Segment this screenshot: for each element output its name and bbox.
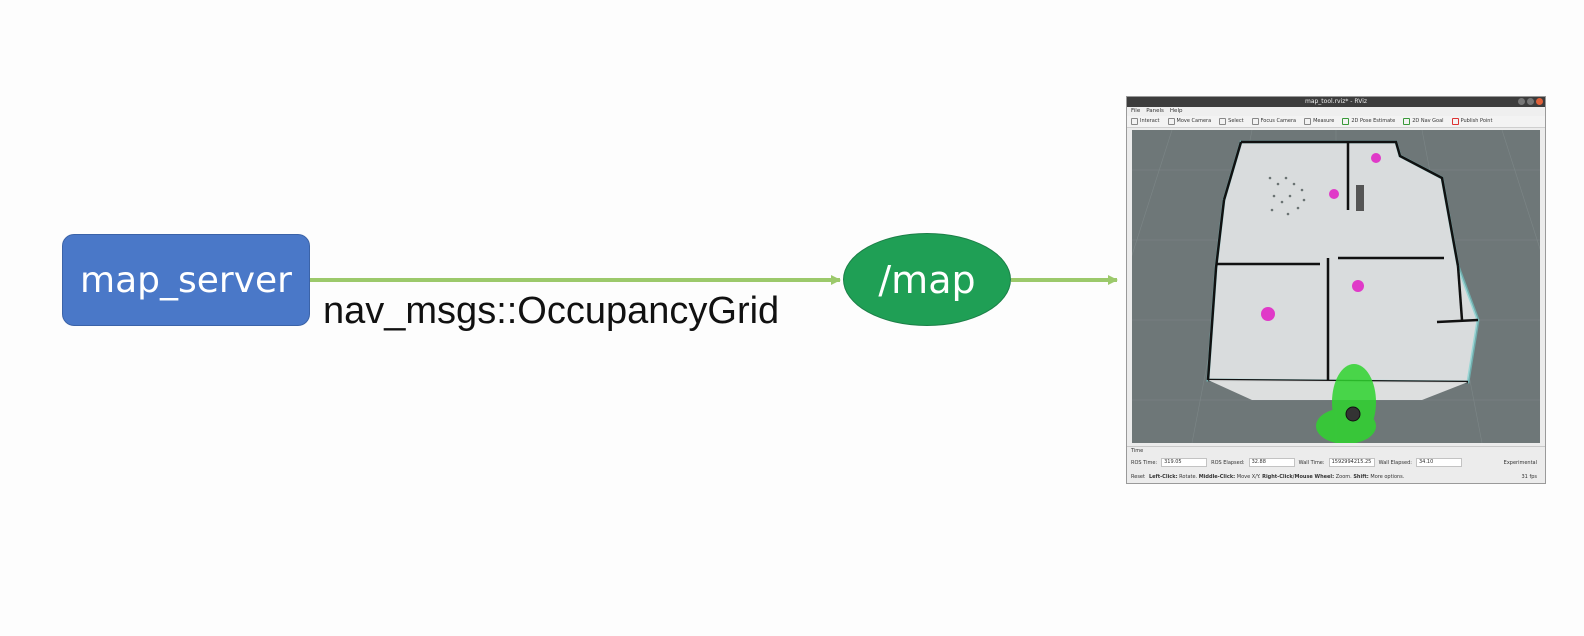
- reset-button: Reset: [1131, 474, 1145, 480]
- menu-help: Help: [1169, 108, 1183, 114]
- tool-nav-goal: 2D Nav Goal: [1403, 116, 1444, 127]
- wall-time-label: Wall Time:: [1298, 460, 1325, 466]
- tool-move-camera: Move Camera: [1167, 116, 1211, 127]
- map-floor: [1206, 140, 1480, 384]
- marker-3: [1352, 280, 1364, 292]
- pose-arrow-icon: [1342, 118, 1350, 125]
- wall-time-field: 1592994215.25: [1328, 458, 1375, 467]
- rviz-title: map_tool.rviz* - RViz: [1304, 98, 1368, 105]
- rviz-title-bar: map_tool.rviz* - RViz: [1127, 97, 1545, 107]
- map-topic-node: /map: [843, 233, 1011, 326]
- rviz-status-bar: Reset Left-Click: Rotate. Middle-Click: …: [1131, 474, 1538, 480]
- tool-measure: Measure: [1304, 116, 1334, 127]
- pin-icon: [1451, 118, 1459, 125]
- rviz-menu-bar: File Panels Help: [1127, 107, 1545, 116]
- occupancy-map-render: [1132, 130, 1540, 443]
- goal-arrow-icon: [1403, 118, 1411, 125]
- menu-file: File: [1131, 108, 1141, 114]
- experimental-checkbox-label: Experimental: [1503, 460, 1537, 466]
- ros-time-label: ROS Time:: [1131, 460, 1158, 466]
- ros-elapsed-field: 32.88: [1248, 458, 1295, 467]
- focus-icon: [1251, 118, 1259, 125]
- camera-icon: [1167, 118, 1175, 125]
- wall-elapsed-label: Wall Elapsed:: [1378, 460, 1412, 466]
- ruler-icon: [1304, 118, 1312, 125]
- rviz-3d-view: [1132, 130, 1540, 443]
- tool-publish-point: Publish Point: [1451, 116, 1492, 127]
- tool-focus-camera: Focus Camera: [1251, 116, 1296, 127]
- window-buttons: [1518, 98, 1543, 105]
- marker-2: [1329, 189, 1339, 199]
- wall-elapsed-field: 34.10: [1415, 458, 1462, 467]
- interact-icon: [1131, 118, 1138, 125]
- rviz-screenshot: map_tool.rviz* - RViz File Panels Help I…: [1126, 96, 1546, 484]
- time-stats-row: ROS Time: 319.05 ROS Elapsed: 32.88 Wall…: [1127, 458, 1545, 468]
- tool-interact: Interact: [1131, 116, 1160, 127]
- marker-4: [1261, 307, 1275, 321]
- close-icon: [1536, 98, 1543, 105]
- select-icon: [1219, 118, 1227, 125]
- time-panel-label: Time: [1131, 448, 1144, 454]
- tool-pose-estimate: 2D Pose Estimate: [1342, 116, 1395, 127]
- rviz-toolbar: Interact Move Camera Select Focus Camera…: [1127, 116, 1545, 128]
- time-panel-header: Time: [1127, 446, 1545, 454]
- robot-marker: [1345, 406, 1361, 422]
- minimize-icon: [1518, 98, 1525, 105]
- marker-1: [1371, 153, 1381, 163]
- ros-elapsed-label: ROS Elapsed:: [1211, 460, 1245, 466]
- message-type-label: nav_msgs::OccupancyGrid: [323, 290, 780, 332]
- maximize-icon: [1527, 98, 1534, 105]
- tool-select: Select: [1219, 116, 1244, 127]
- menu-panels: Panels: [1146, 108, 1164, 114]
- map-server-node: map_server: [62, 234, 310, 326]
- ros-time-field: 319.05: [1161, 458, 1208, 467]
- fps-readout: 31 fps: [1521, 474, 1538, 480]
